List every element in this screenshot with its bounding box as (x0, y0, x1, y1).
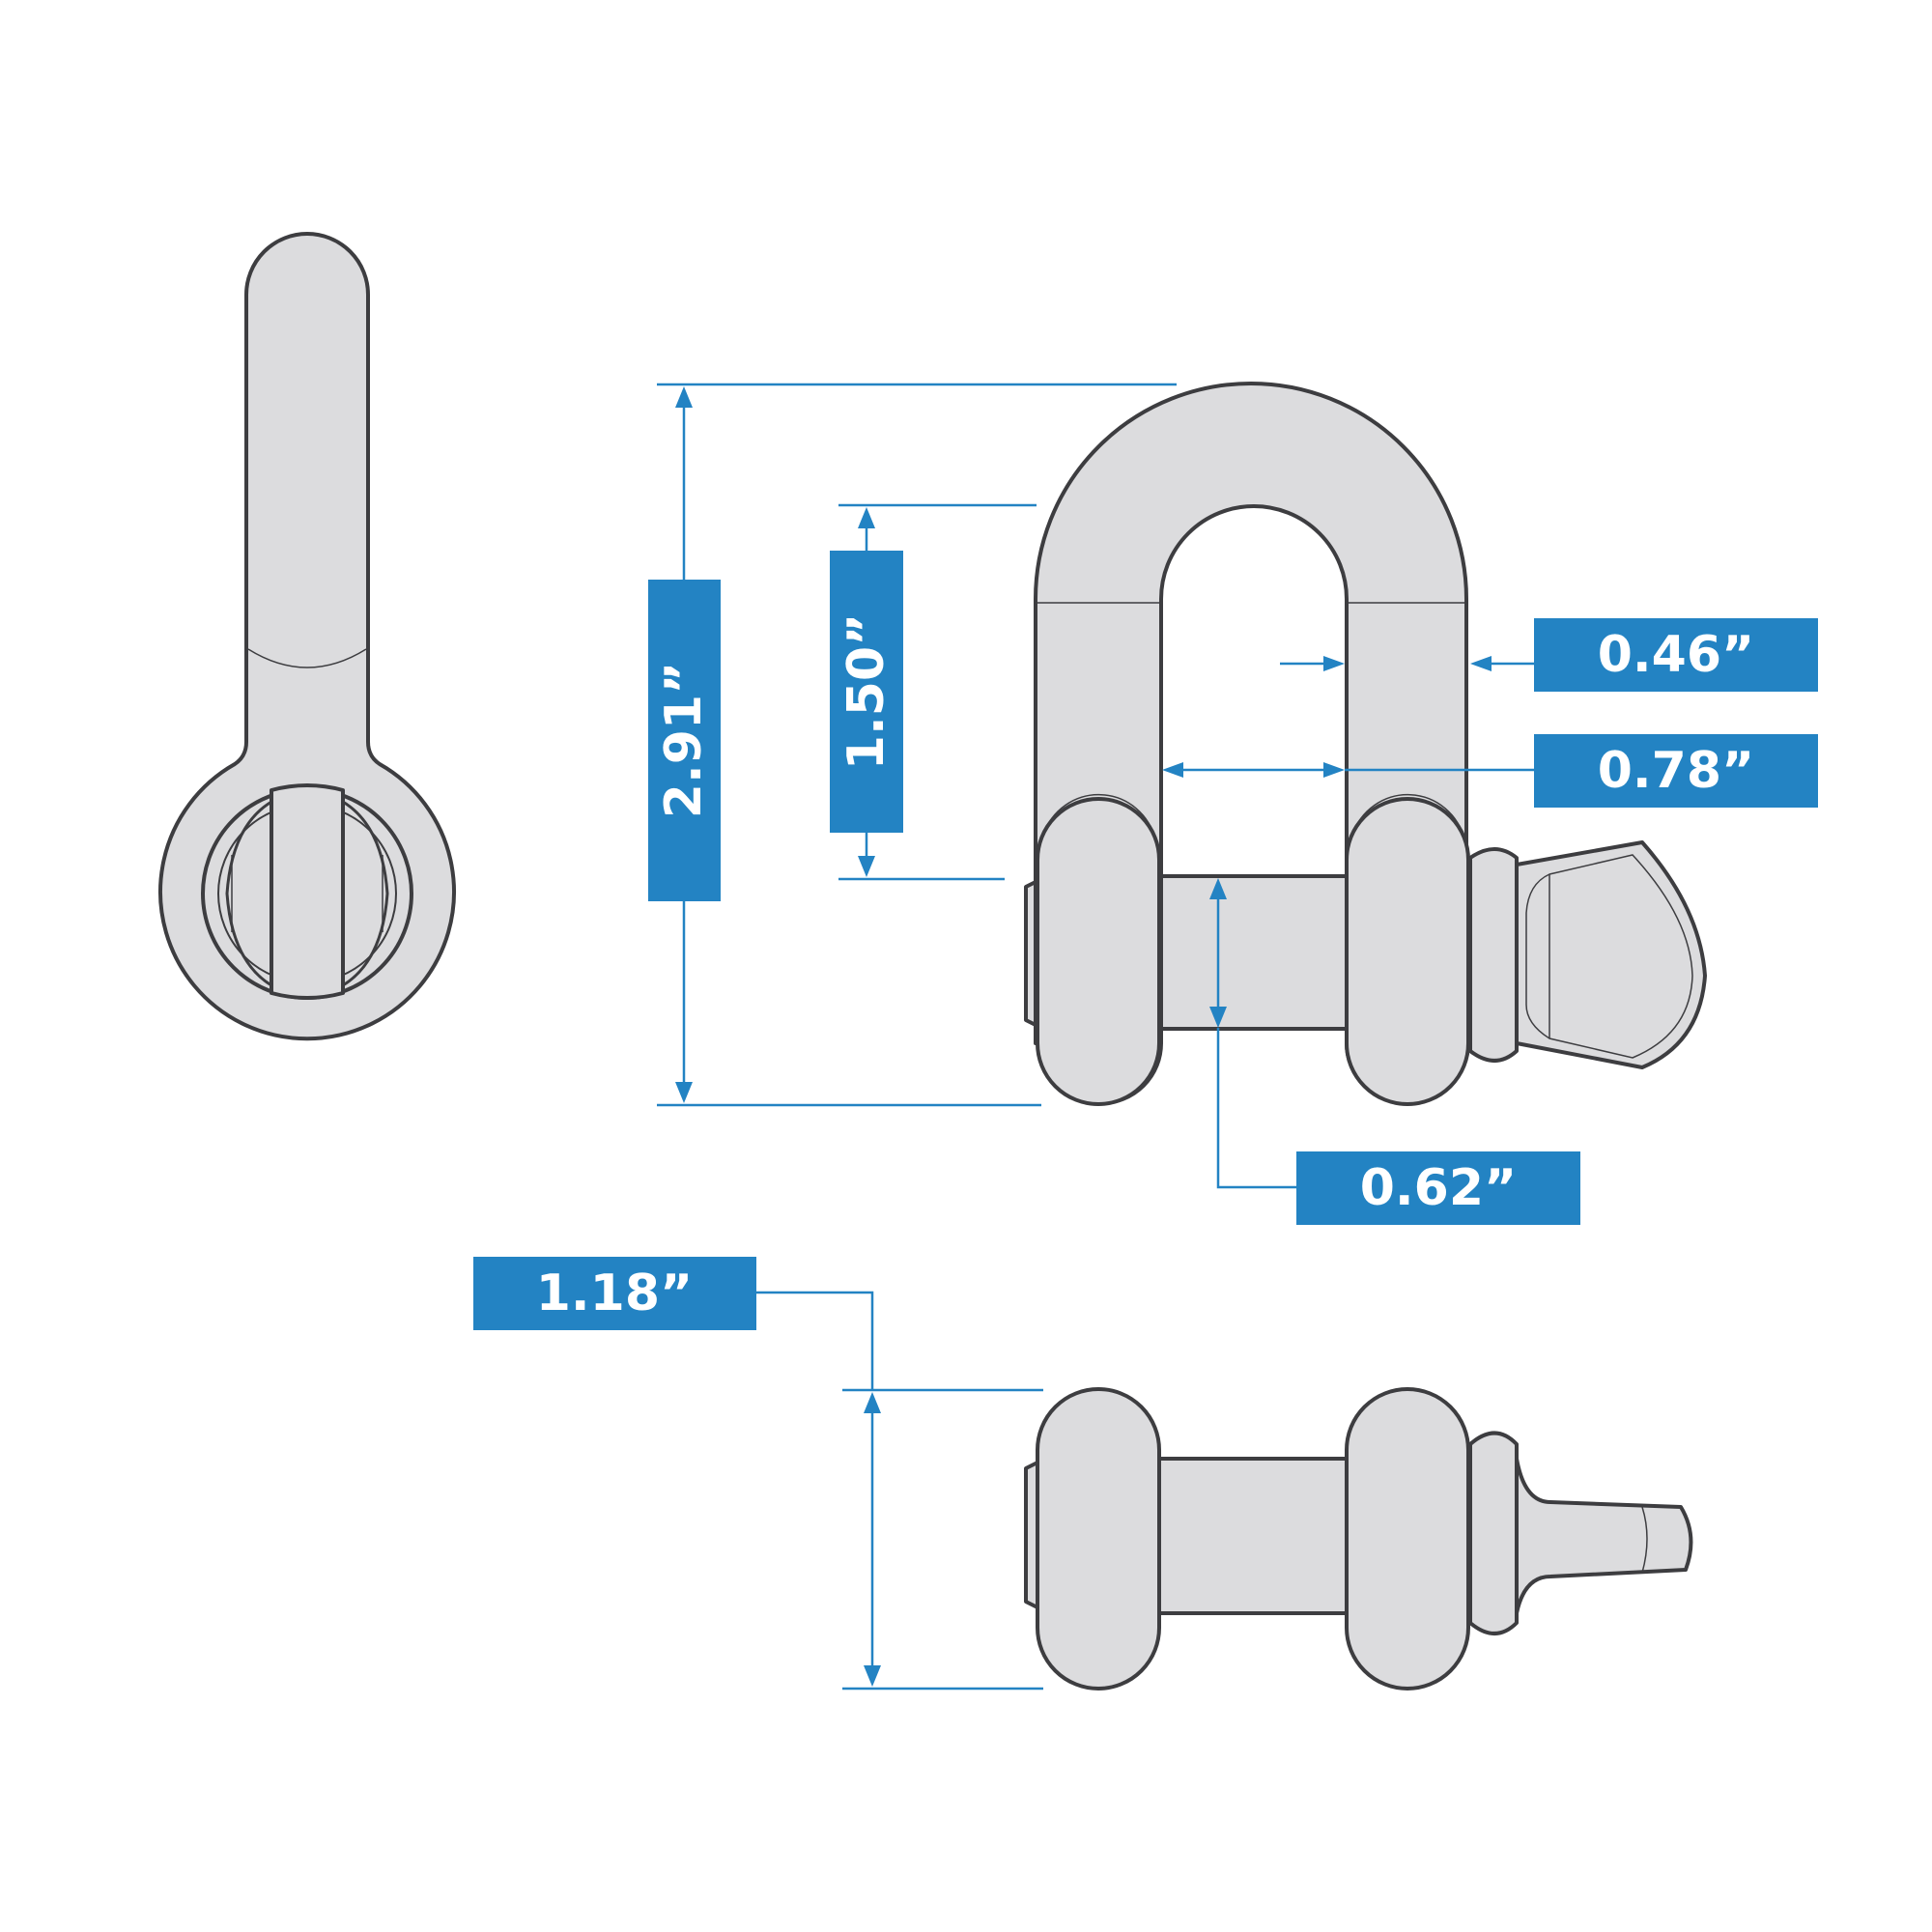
top-view-wing-tip (1515, 1457, 1693, 1615)
arrow-up (675, 386, 693, 408)
label-eye-thickness-text: 1.18” (536, 1264, 693, 1322)
label-overall-height-text: 2.91” (655, 662, 713, 818)
label-inside-width-box (1534, 734, 1818, 808)
front-view-pin-shaft (1148, 874, 1354, 1031)
side-view-pin-flank-right (342, 800, 389, 987)
arrow-down (675, 1082, 693, 1103)
label-body-diameter: 0.46” (1534, 618, 1818, 692)
front-view-eye-right-highlight (1351, 793, 1465, 841)
front-view-wing-face (1525, 854, 1693, 1059)
arrow-right (1323, 656, 1345, 671)
side-view-pin-head (270, 783, 345, 1000)
top-view-nut (1468, 1431, 1519, 1635)
top-view (1024, 1387, 1693, 1690)
side-view (158, 232, 456, 1041)
label-pin-diameter-text: 0.62” (1360, 1159, 1517, 1217)
label-body-diameter-text: 0.46” (1598, 626, 1754, 684)
label-inside-width-text: 0.78” (1598, 742, 1754, 800)
label-inside-length: 1.50” (830, 551, 903, 833)
arrow-down (864, 1665, 881, 1687)
side-view-pin-flank-left (225, 800, 272, 987)
arrow-left (1470, 656, 1492, 671)
top-view-eye-left (1036, 1387, 1161, 1690)
label-body-diameter-box (1534, 618, 1818, 692)
front-view-eye-right (1345, 797, 1470, 1106)
dimension-lines (657, 383, 1534, 1690)
arrow-up (864, 1392, 881, 1413)
arrow-right (1323, 762, 1345, 778)
label-inside-length-box (830, 551, 903, 833)
label-overall-height-box (648, 580, 721, 901)
front-view-eye-left-highlight (1042, 793, 1156, 841)
label-pin-diameter-box (1296, 1151, 1580, 1225)
top-view-wing-tip-line (1641, 1506, 1648, 1574)
top-view-eye-right (1345, 1387, 1470, 1690)
front-view-eye-left (1036, 797, 1161, 1106)
front-view-wing (1515, 840, 1707, 1069)
arrow-up (858, 507, 875, 528)
label-eye-thickness-box (473, 1257, 756, 1330)
label-inside-width: 0.78” (1534, 734, 1818, 808)
arrow-up (1209, 878, 1227, 899)
side-view-seam (247, 648, 367, 668)
arrow-down (1209, 1007, 1227, 1028)
front-view-nut (1468, 847, 1519, 1063)
top-view-pin-shaft (1148, 1457, 1354, 1615)
label-pin-diameter: 0.62” (1296, 1151, 1580, 1225)
arrow-down (858, 856, 875, 877)
label-overall-height: 2.91” (648, 580, 721, 901)
side-view-body (158, 232, 456, 1041)
label-inside-length-text: 1.50” (838, 613, 895, 770)
front-view (1024, 382, 1707, 1106)
arrow-left (1162, 762, 1183, 778)
label-eye-thickness: 1.18” (473, 1257, 756, 1330)
